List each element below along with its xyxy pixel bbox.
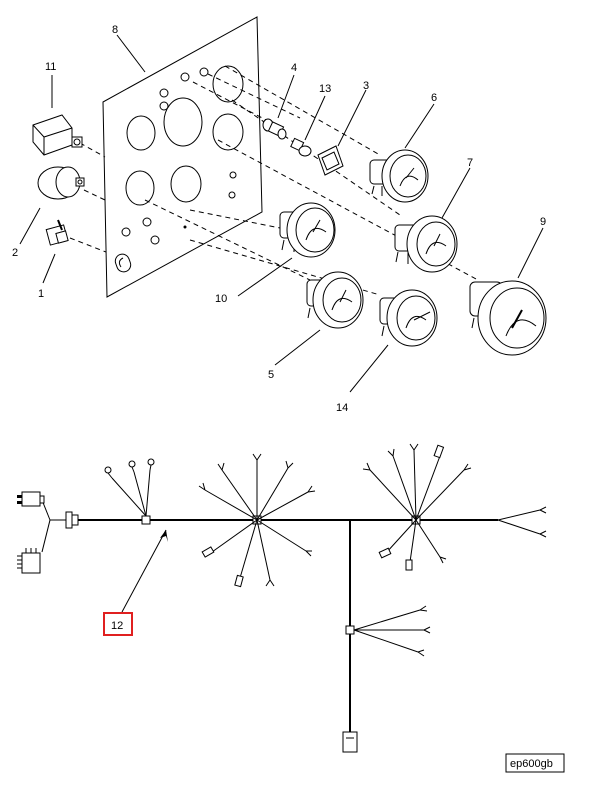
- panel-hole: [126, 115, 156, 151]
- callout-8: 8: [112, 24, 118, 36]
- panel-hole: [170, 165, 202, 203]
- part-6-gauge: [369, 149, 429, 203]
- panel-hole: [125, 170, 155, 206]
- part-7-gauge: [394, 215, 458, 273]
- callout-7: 7: [467, 157, 473, 169]
- leader-lines-top: [19, 34, 544, 393]
- callout-13: 13: [319, 83, 331, 95]
- panel-hole: [212, 113, 244, 151]
- callout-10: 10: [215, 293, 227, 305]
- callout-2: 2: [12, 247, 18, 259]
- part-4-lamp-socket: [262, 118, 287, 140]
- figure-code-box: [505, 753, 565, 773]
- callout-4: 4: [291, 62, 297, 74]
- part-10-gauge: [279, 202, 336, 258]
- callout-12: 12: [111, 620, 123, 632]
- part-14-gauge: [379, 289, 438, 347]
- part-3-lens: [317, 145, 344, 176]
- figure-code: ep600gb: [510, 758, 553, 770]
- callout-3: 3: [363, 80, 369, 92]
- part-12-wiring-harness: [17, 443, 547, 753]
- panel-hole: [212, 65, 244, 103]
- callout-11: 11: [45, 61, 56, 73]
- panel-hole: [163, 97, 203, 147]
- part-1-toggle-switch: [45, 219, 69, 246]
- callout-6: 6: [431, 92, 437, 104]
- part-11-connector: [32, 114, 83, 156]
- callout-5: 5: [268, 369, 274, 381]
- callout-9: 9: [540, 216, 546, 228]
- part-2-rheostat: [37, 166, 85, 200]
- callout-12-highlight: [103, 612, 133, 636]
- callouts: 8 11 4 13 3 6 7 9 2 1 10 5 14: [12, 24, 546, 414]
- part-9-large-gauge: [469, 280, 547, 356]
- leader-12: [121, 529, 167, 613]
- callout-1: 1: [38, 288, 44, 300]
- instrument-panel: [102, 16, 263, 298]
- callout-14: 14: [336, 402, 348, 414]
- part-13-bulb: [290, 137, 312, 157]
- part-5-gauge: [306, 271, 364, 329]
